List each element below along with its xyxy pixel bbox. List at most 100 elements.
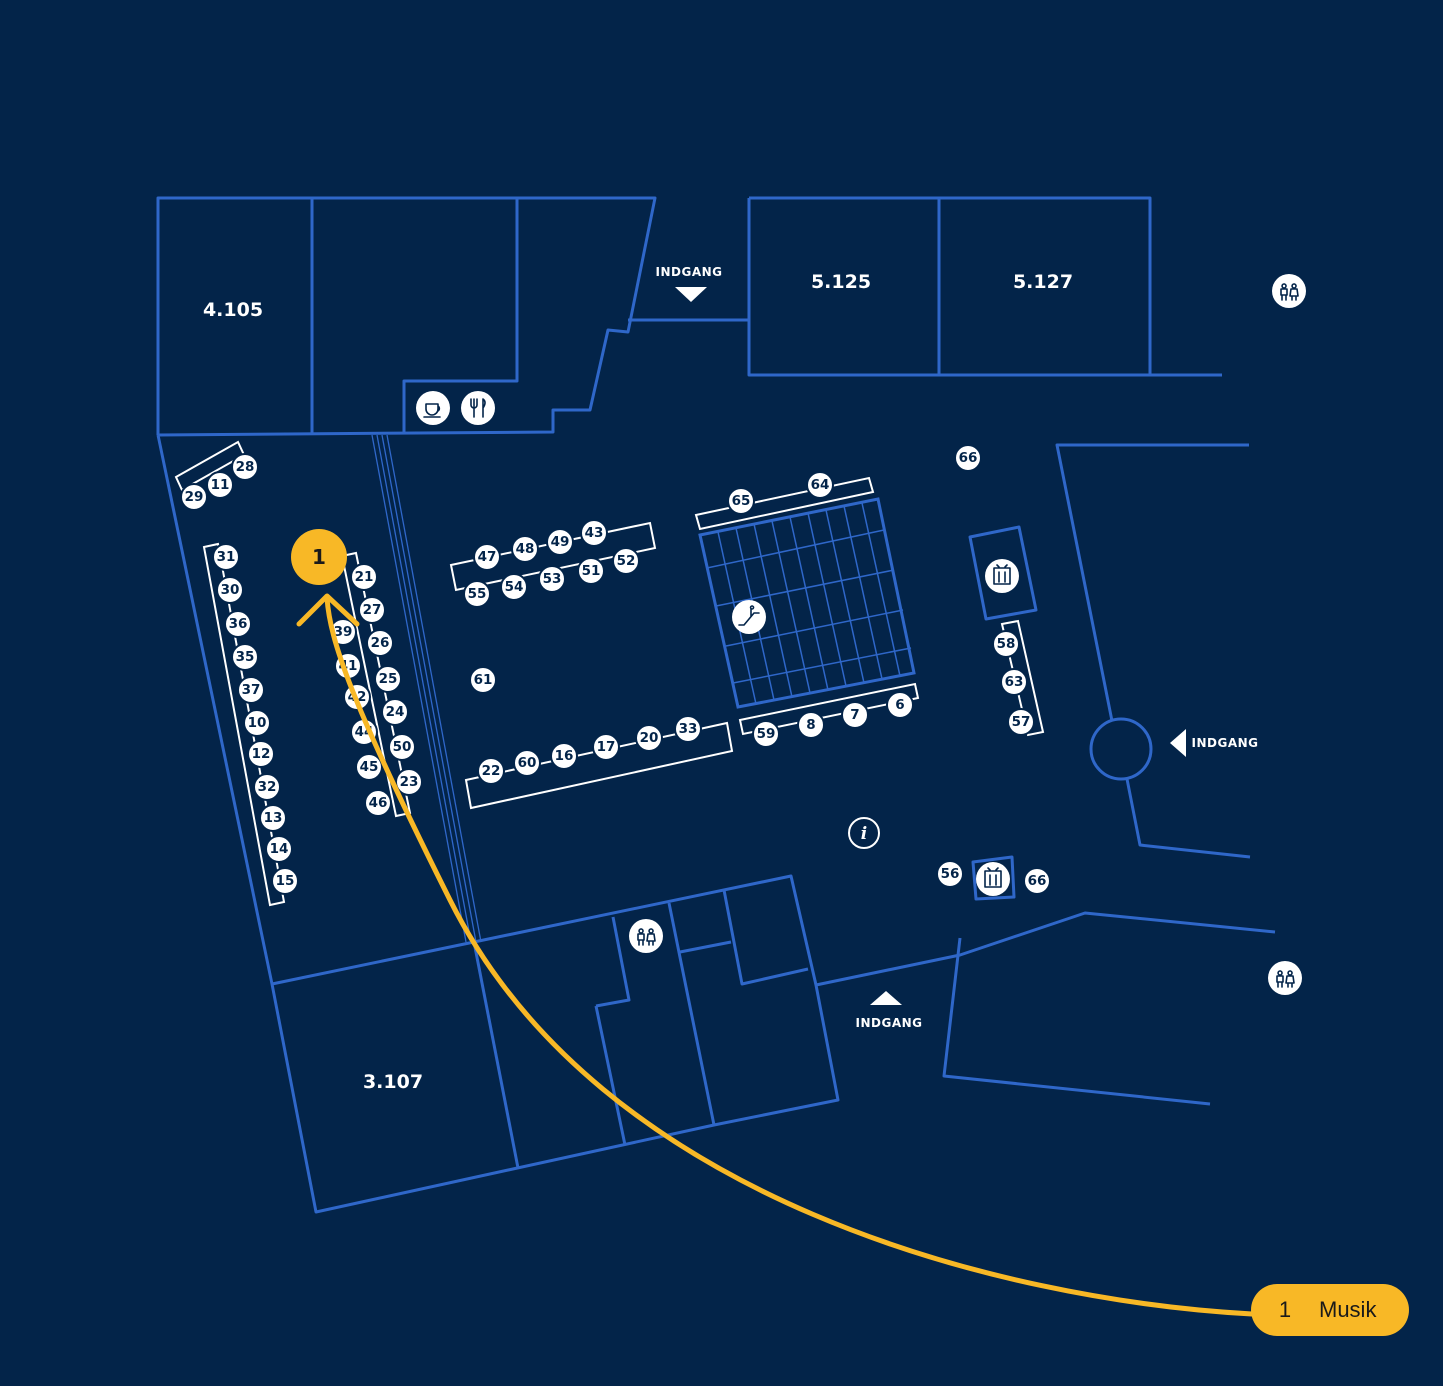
stand-badge-circle bbox=[1023, 867, 1051, 895]
stand-badge-circle bbox=[841, 701, 869, 729]
stand-badge-circle bbox=[886, 691, 914, 719]
stand-badge[interactable]: 36 bbox=[224, 610, 252, 638]
stand-badge[interactable]: 65 bbox=[727, 487, 755, 515]
stand-number: 28 bbox=[236, 459, 255, 475]
stand-number: 52 bbox=[617, 553, 636, 569]
stand-badge[interactable]: 11 bbox=[206, 471, 234, 499]
stand-badge[interactable]: 25 bbox=[374, 665, 402, 693]
escalator-icon bbox=[732, 600, 766, 634]
stand-badge[interactable]: 55 bbox=[463, 580, 491, 608]
stand-badge[interactable]: 35 bbox=[231, 643, 259, 671]
stand-badge[interactable]: 24 bbox=[381, 698, 409, 726]
stand-badge[interactable]: 66 bbox=[1023, 867, 1051, 895]
stand-number: 66 bbox=[959, 450, 978, 466]
stand-badge[interactable]: 28 bbox=[231, 453, 259, 481]
stand-badge[interactable]: 30 bbox=[216, 576, 244, 604]
restaurant-icon bbox=[461, 391, 495, 425]
stand-badge[interactable]: 32 bbox=[253, 773, 281, 801]
stand-badge[interactable]: 17 bbox=[592, 733, 620, 761]
arrow-left-icon bbox=[1170, 729, 1186, 757]
stand-badge[interactable]: 57 bbox=[1007, 708, 1035, 736]
elevator-icon bbox=[976, 862, 1010, 896]
stand-badge[interactable]: 14 bbox=[265, 835, 293, 863]
stand-number: 20 bbox=[640, 730, 659, 746]
stand-badge-circle bbox=[936, 860, 964, 888]
svg-text:i: i bbox=[861, 824, 867, 844]
highlight-marker-number: 1 bbox=[312, 545, 326, 569]
stand-badge[interactable]: 53 bbox=[538, 565, 566, 593]
stand-badge[interactable]: 60 bbox=[513, 749, 541, 777]
stand-number: 17 bbox=[597, 739, 616, 755]
highlight-marker[interactable] bbox=[291, 529, 347, 585]
stand-badge-circle bbox=[954, 444, 982, 472]
stand-badge[interactable]: 13 bbox=[259, 804, 287, 832]
stand-badge[interactable]: 7 bbox=[841, 701, 869, 729]
stand-badge-circle bbox=[577, 557, 605, 585]
stand-number: 60 bbox=[518, 755, 537, 771]
stand-badge[interactable]: 16 bbox=[550, 742, 578, 770]
stand-badge[interactable]: 26 bbox=[366, 629, 394, 657]
stand-badge-circle bbox=[806, 471, 834, 499]
stand-badge[interactable]: 64 bbox=[806, 471, 834, 499]
stand-badge[interactable]: 23 bbox=[395, 768, 423, 796]
stand-number: 10 bbox=[248, 715, 267, 731]
highlight-legend[interactable]: 1 Musik bbox=[1251, 1284, 1409, 1336]
stand-badge[interactable]: 12 bbox=[247, 740, 275, 768]
stand-badge[interactable]: 22 bbox=[477, 757, 505, 785]
stand-badge-circle bbox=[366, 629, 394, 657]
stand-badge-circle bbox=[206, 471, 234, 499]
stand-badge-circle bbox=[992, 630, 1020, 658]
stand-badge[interactable]: 50 bbox=[388, 733, 416, 761]
stand-badge[interactable]: 51 bbox=[577, 557, 605, 585]
stand-badge[interactable]: 48 bbox=[511, 535, 539, 563]
stand-badge[interactable]: 49 bbox=[546, 528, 574, 556]
stand-number: 21 bbox=[355, 569, 374, 585]
stand-badge-circle bbox=[752, 720, 780, 748]
stand-badge[interactable]: 58 bbox=[992, 630, 1020, 658]
stand-badge[interactable]: 47 bbox=[473, 543, 501, 571]
stand-number: 16 bbox=[555, 748, 574, 764]
stand-number: 50 bbox=[393, 739, 412, 755]
stand-badge-circle bbox=[797, 711, 825, 739]
stand-badge[interactable]: 56 bbox=[936, 860, 964, 888]
stand-badge-circle bbox=[727, 487, 755, 515]
stand-badge[interactable]: 15 bbox=[271, 867, 299, 895]
stand-badge[interactable]: 20 bbox=[635, 724, 663, 752]
stand-badge[interactable]: 45 bbox=[355, 753, 383, 781]
stand-badge-circle bbox=[216, 576, 244, 604]
stand-badge-circle bbox=[350, 563, 378, 591]
legend-label: Musik bbox=[1319, 1297, 1377, 1322]
stand-badge-circle bbox=[513, 749, 541, 777]
stand-badge[interactable]: 10 bbox=[243, 709, 271, 737]
stand-number: 56 bbox=[941, 866, 960, 882]
stand-badge[interactable]: 54 bbox=[500, 573, 528, 601]
stand-badge[interactable]: 43 bbox=[580, 519, 608, 547]
stand-number: 32 bbox=[258, 779, 277, 795]
stand-badge[interactable]: 27 bbox=[358, 596, 386, 624]
stand-badge[interactable]: 52 bbox=[612, 547, 640, 575]
stand-badge[interactable]: 8 bbox=[797, 711, 825, 739]
entrance-label: INDGANG bbox=[656, 265, 723, 279]
stand-badge-circle bbox=[469, 666, 497, 694]
stand-number: 27 bbox=[363, 602, 382, 618]
stand-badge[interactable]: 21 bbox=[350, 563, 378, 591]
stand-badge[interactable]: 59 bbox=[752, 720, 780, 748]
stand-badge[interactable]: 6 bbox=[886, 691, 914, 719]
stand-badge[interactable]: 37 bbox=[237, 676, 265, 704]
stand-badge[interactable]: 33 bbox=[674, 715, 702, 743]
stand-badge-circle bbox=[358, 596, 386, 624]
stand-number: 53 bbox=[543, 571, 562, 587]
stand-badge-circle bbox=[381, 698, 409, 726]
stand-badge-circle bbox=[550, 742, 578, 770]
stand-number: 8 bbox=[806, 717, 815, 733]
toilet-icon bbox=[1272, 274, 1306, 308]
stand-badge[interactable]: 63 bbox=[1000, 668, 1028, 696]
stand-badge[interactable]: 29 bbox=[180, 483, 208, 511]
entrance-label: INDGANG bbox=[856, 1016, 923, 1030]
stand-number: 24 bbox=[386, 704, 405, 720]
stand-number: 36 bbox=[229, 616, 248, 632]
stand-badge[interactable]: 66 bbox=[954, 444, 982, 472]
stand-badge[interactable]: 31 bbox=[212, 543, 240, 571]
stand-badge[interactable]: 46 bbox=[364, 789, 392, 817]
stand-badge[interactable]: 61 bbox=[469, 666, 497, 694]
